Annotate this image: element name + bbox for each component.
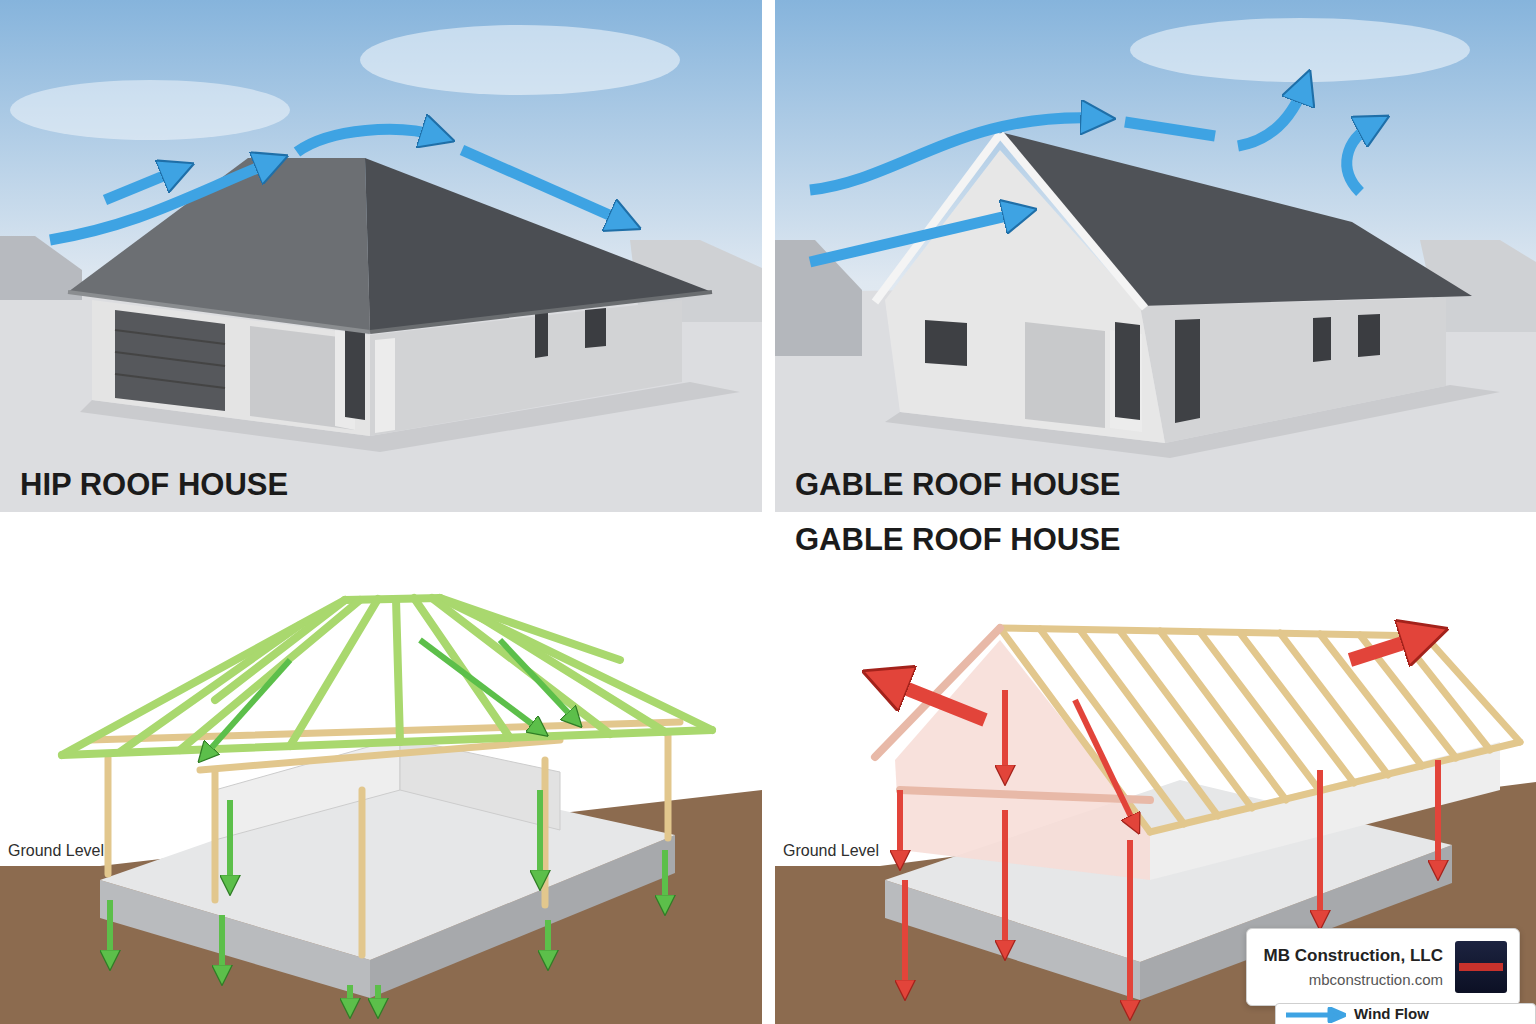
hip-framing-part bbox=[375, 985, 381, 1008]
hip-render-part bbox=[115, 310, 225, 411]
gable-render-part bbox=[1140, 298, 1446, 443]
hip-framing-part bbox=[120, 625, 300, 752]
gable-framing-part bbox=[1317, 770, 1323, 920]
ground-label: Ground Level bbox=[8, 842, 104, 860]
gable-framing-part bbox=[902, 880, 908, 990]
gable-framing-part bbox=[1120, 631, 1252, 808]
gable-framing-part bbox=[1075, 700, 1135, 825]
gable-render-part bbox=[885, 150, 1165, 443]
hip-framing-part bbox=[107, 900, 113, 960]
gable-render-part bbox=[1000, 134, 1145, 308]
gable-render-part bbox=[1025, 322, 1105, 428]
gable-render-part bbox=[810, 213, 1020, 262]
gable-render-part bbox=[1358, 314, 1380, 357]
gable-render-part bbox=[1130, 18, 1470, 82]
gable-framing-part bbox=[900, 790, 1150, 800]
panel-title: GABLE ROOF HOUSE bbox=[795, 467, 1121, 503]
logo-stripe bbox=[1459, 963, 1503, 971]
gable-render-part bbox=[1175, 319, 1200, 423]
legend-swatch bbox=[1284, 1007, 1346, 1023]
hip-render-part bbox=[535, 311, 548, 358]
hip-render-part bbox=[10, 80, 290, 140]
company-url: mbconstruction.com bbox=[1309, 970, 1443, 990]
hip-framing-part bbox=[359, 790, 366, 955]
hip-framing-part bbox=[219, 915, 225, 975]
gable-render-part bbox=[925, 320, 967, 366]
hip-render-part bbox=[50, 162, 272, 240]
hip-render-part bbox=[115, 374, 225, 388]
hip-framing-part bbox=[545, 920, 551, 960]
hip-framing-part bbox=[110, 640, 665, 1008]
gable-framing-part bbox=[1002, 690, 1008, 775]
gable-framing-part bbox=[1350, 636, 1425, 660]
hip-render-part bbox=[462, 150, 625, 222]
gable-framing-part bbox=[897, 790, 903, 860]
hip-framing-part bbox=[62, 598, 712, 755]
hip-framing-part bbox=[62, 730, 712, 755]
panel-title: HIP ROOF HOUSE bbox=[20, 467, 288, 503]
hip-render-part bbox=[105, 170, 178, 200]
hip-framing-part bbox=[480, 617, 665, 732]
hip-render-part bbox=[585, 308, 606, 348]
gable-render-part bbox=[1313, 317, 1331, 362]
hip-framing-part bbox=[537, 790, 543, 880]
gable-framing-part bbox=[1002, 810, 1008, 950]
hip-render bbox=[0, 0, 762, 512]
hip-render-part bbox=[370, 292, 712, 332]
gable-framing-part bbox=[1127, 840, 1133, 1010]
gable-framing-part bbox=[875, 628, 1000, 757]
legend-text: Wind Flow bbox=[1354, 1005, 1429, 1022]
hip-render-part bbox=[297, 129, 438, 152]
logo-icon bbox=[1455, 941, 1507, 993]
gable-render-part bbox=[775, 0, 1536, 512]
gable-render bbox=[775, 0, 1536, 512]
legend-box: Wind Flow bbox=[1275, 1003, 1536, 1024]
gable-render-part bbox=[1238, 86, 1304, 146]
hip-framing bbox=[0, 598, 762, 1024]
hip-framing-part bbox=[347, 985, 353, 1008]
hip-framing-part bbox=[100, 775, 675, 960]
hip-framing-part bbox=[665, 732, 672, 838]
hip-render-part bbox=[0, 0, 762, 512]
gable-framing-part bbox=[1080, 630, 1218, 816]
logo-card: MB Construction, LLC mbconstruction.com bbox=[1246, 928, 1520, 1006]
gable-render-part bbox=[1347, 124, 1374, 192]
gable-framing-part bbox=[1425, 636, 1520, 742]
company-name: MB Construction, LLC bbox=[1264, 946, 1443, 966]
gable-render-part bbox=[1115, 322, 1140, 420]
hip-framing-part bbox=[205, 660, 290, 755]
panel-title: GABLE ROOF HOUSE bbox=[795, 522, 1121, 558]
hip-framing-part bbox=[396, 599, 400, 742]
hip-framing-part bbox=[105, 758, 112, 874]
hip-render-part bbox=[115, 330, 225, 344]
hip-framing-part bbox=[420, 640, 540, 730]
hip-framing-part bbox=[227, 800, 233, 885]
hip-framing-part bbox=[290, 599, 378, 746]
legend-arrow bbox=[1286, 1009, 1344, 1021]
gable-framing-part bbox=[1000, 628, 1520, 832]
gable-framing bbox=[775, 628, 1536, 1024]
gable-render-part bbox=[810, 118, 1098, 190]
gable-framing-part bbox=[1435, 760, 1441, 870]
hip-framing-part bbox=[500, 640, 575, 720]
hip-render-part bbox=[115, 352, 225, 366]
hip-render-part bbox=[250, 326, 355, 430]
hip-framing-part bbox=[90, 722, 680, 955]
hip-framing-part bbox=[212, 772, 219, 900]
ground-label: Ground Level bbox=[783, 842, 879, 860]
hip-render-part bbox=[68, 292, 370, 332]
gable-framing-part bbox=[885, 680, 985, 720]
hip-render-part bbox=[375, 338, 395, 433]
gable-render-part bbox=[1125, 122, 1215, 136]
hip-render-part bbox=[360, 25, 680, 95]
hip-framing-part bbox=[662, 850, 668, 905]
